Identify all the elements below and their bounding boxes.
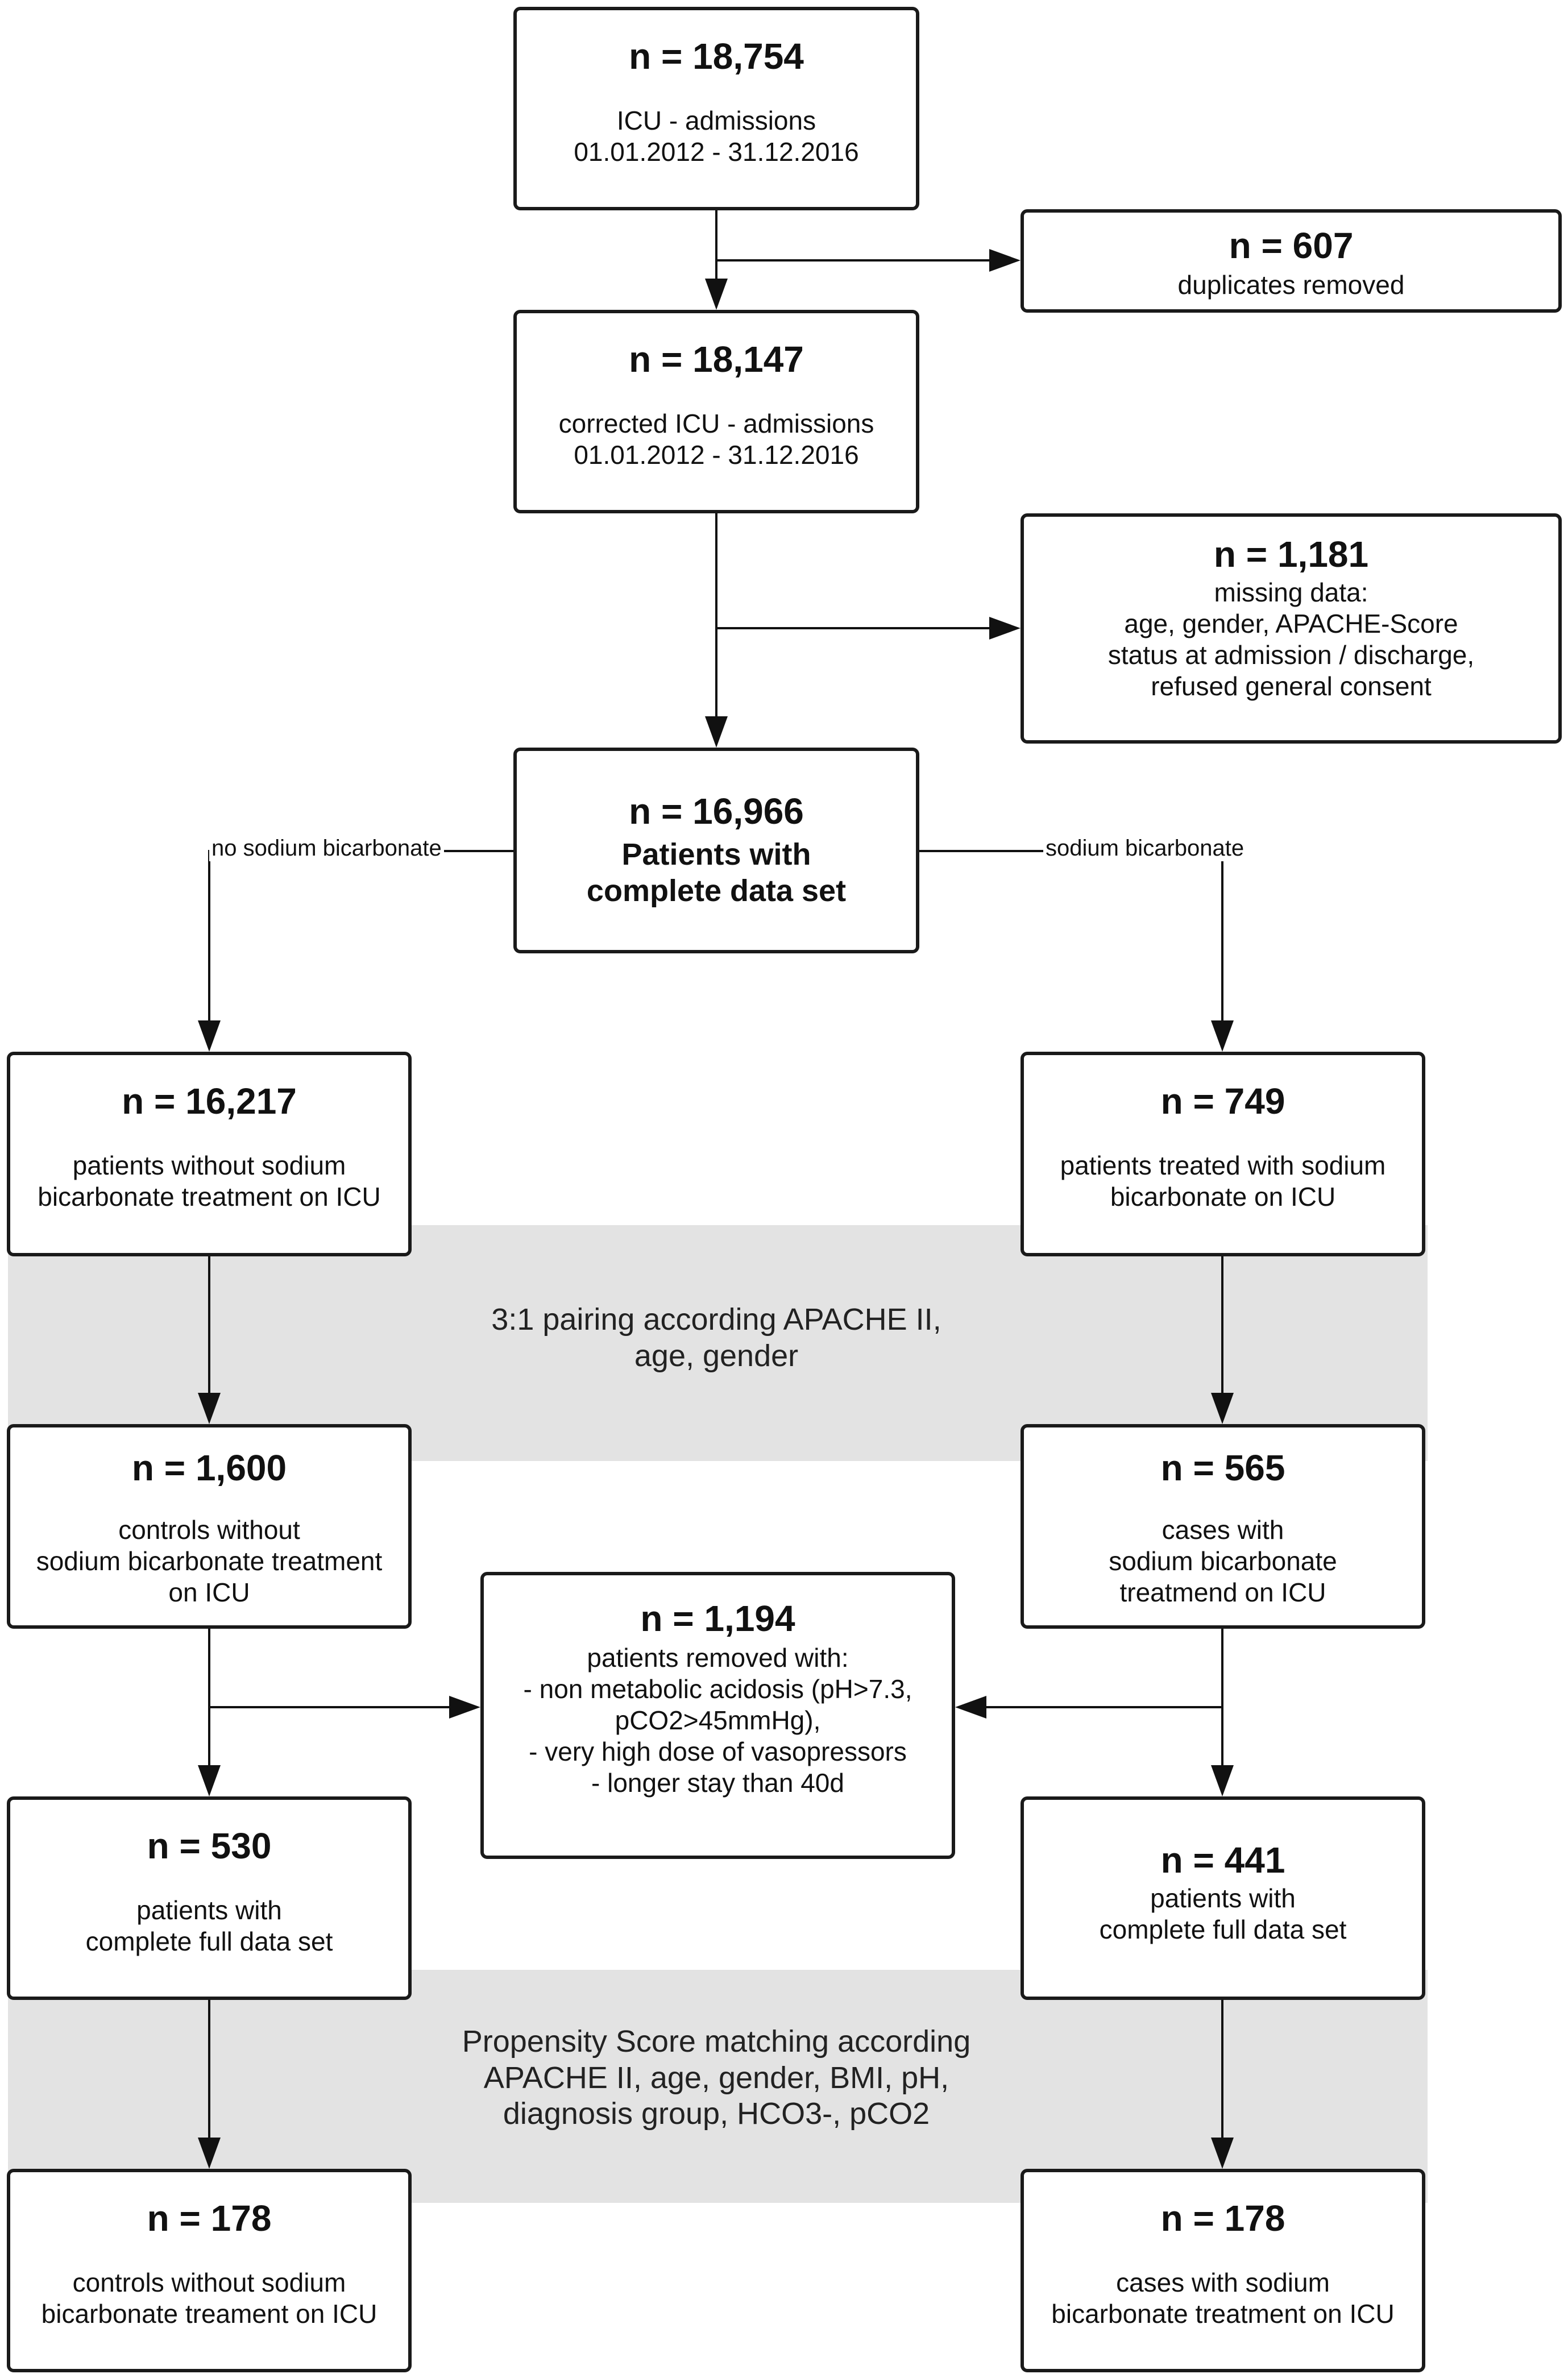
count: n = 565 [1160, 1447, 1285, 1488]
count: n = 1,600 [131, 1447, 287, 1488]
box-right-full-data: n = 441 patients with complete full data… [1021, 1796, 1425, 2000]
box-bicarbonate: n = 749 patients treated with sodium bic… [1021, 1052, 1425, 1256]
pairing-label: 3:1 pairing according APACHE II, age, ge… [491, 1302, 941, 1373]
description: ICU - admissions 01.01.2012 - 31.12.2016 [574, 105, 859, 167]
description: controls without sodium bicarbonate trea… [36, 1514, 383, 1607]
box-corrected-admissions: n = 18,147 corrected ICU - admissions 01… [513, 310, 919, 513]
count: n = 530 [147, 1825, 272, 1866]
description: corrected ICU - admissions 01.01.2012 - … [558, 408, 874, 470]
pairing-band [8, 1225, 1428, 1461]
count: n = 1,194 [640, 1598, 795, 1639]
box-missing-data: n = 1,181 missing data: age, gender, APA… [1021, 513, 1562, 744]
description: patients with complete full data set [85, 1895, 333, 1956]
psm-label: Propensity Score matching according APAC… [462, 2024, 971, 2131]
description: patients without sodium bicarbonate trea… [38, 1150, 381, 1211]
box-no-bicarbonate: n = 16,217 patients without sodium bicar… [7, 1052, 412, 1256]
box-icu-admissions: n = 18,754 ICU - admissions 01.01.2012 -… [513, 7, 919, 210]
description: cases with sodium bicarbonate treatmend … [1109, 1514, 1337, 1607]
count: n = 1,181 [1213, 534, 1369, 575]
arrow-to-no-bicarb [208, 850, 513, 1020]
arrow-to-bicarb [919, 850, 1223, 1020]
box-final-controls: n = 178 controls without sodium bicarbon… [7, 2169, 412, 2372]
description: cases with sodium bicarbonate treatment … [1051, 2267, 1395, 2329]
description: missing data: age, gender, APACHE-Score … [1107, 577, 1475, 702]
branch-label-left: no sodium bicarbonate [209, 836, 444, 861]
description: patients treated with sodium bicarbonate… [1060, 1150, 1386, 1211]
count: n = 16,217 [122, 1081, 297, 1122]
count: n = 18,754 [629, 36, 804, 77]
box-cases: n = 565 cases with sodium bicarbonate tr… [1021, 1424, 1425, 1629]
count: n = 607 [1229, 225, 1354, 266]
box-left-full-data: n = 530 patients with complete full data… [7, 1796, 412, 2000]
psm-band [8, 1970, 1428, 2203]
description: patients with complete full data set [1099, 1883, 1347, 1944]
count: n = 441 [1160, 1840, 1285, 1881]
count: n = 18,147 [629, 339, 804, 380]
box-final-cases: n = 178 cases with sodium bicarbonate tr… [1021, 2169, 1425, 2372]
box-controls: n = 1,600 controls without sodium bicarb… [7, 1424, 412, 1629]
count: n = 16,966 [629, 791, 804, 832]
description: Patients with complete data set [586, 837, 847, 908]
box-duplicates: n = 607 duplicates removed [1021, 209, 1562, 313]
description: controls without sodium bicarbonate trea… [41, 2267, 378, 2329]
description: duplicates removed [1177, 269, 1405, 300]
count: n = 749 [1160, 1081, 1285, 1122]
count: n = 178 [147, 2198, 272, 2239]
box-patients-removed: n = 1,194 patients removed with: - non m… [480, 1572, 955, 1859]
branch-label-right: sodium bicarbonate [1043, 836, 1247, 861]
box-complete-data-set: n = 16,966 Patients with complete data s… [513, 748, 919, 953]
count: n = 178 [1160, 2198, 1285, 2239]
description: patients removed with: - non metabolic a… [523, 1642, 912, 1798]
